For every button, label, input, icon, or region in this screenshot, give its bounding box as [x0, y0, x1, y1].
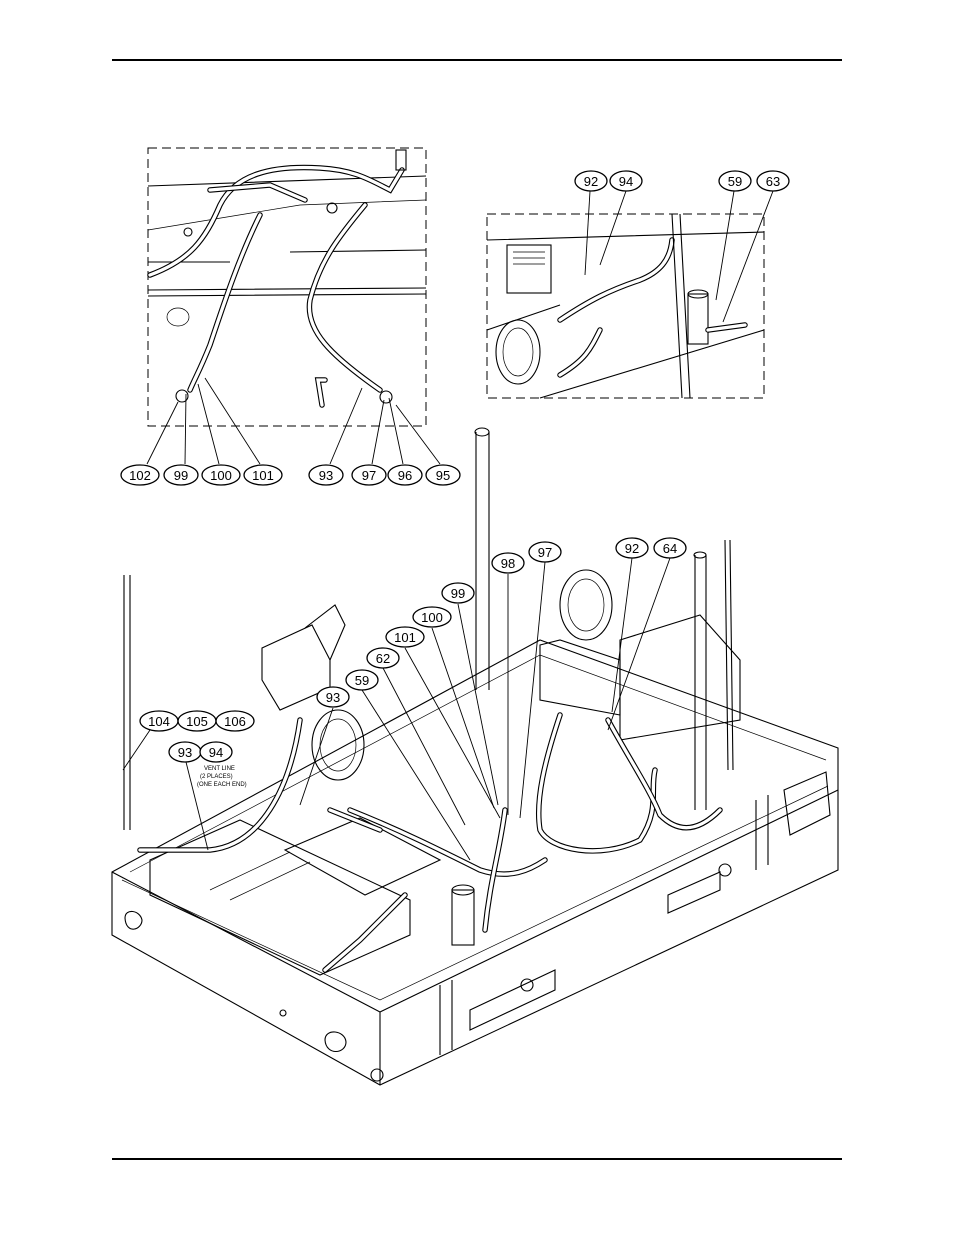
callout-104: 104 — [140, 711, 178, 731]
svg-text:104: 104 — [148, 714, 170, 729]
svg-text:96: 96 — [398, 468, 412, 483]
svg-text:100: 100 — [421, 610, 443, 625]
svg-text:97: 97 — [538, 545, 552, 560]
svg-text:63: 63 — [766, 174, 780, 189]
svg-text:94: 94 — [209, 745, 223, 760]
svg-text:101: 101 — [252, 468, 274, 483]
svg-text:59: 59 — [728, 174, 742, 189]
callout-94: 94 — [200, 742, 232, 762]
callout-63: 63 — [757, 171, 789, 191]
callout-94: 94 — [610, 171, 642, 191]
svg-text:105: 105 — [186, 714, 208, 729]
svg-text:101: 101 — [394, 630, 416, 645]
note-line-3: (ONE EACH END) — [197, 782, 247, 788]
detail-view-right — [487, 214, 764, 398]
svg-text:95: 95 — [436, 468, 450, 483]
callout-99: 99 — [442, 583, 474, 603]
callout-95: 95 — [426, 465, 460, 485]
callout-92: 92 — [616, 538, 648, 558]
note-line-1: VENT LINE — [204, 766, 235, 772]
svg-text:99: 99 — [451, 586, 465, 601]
svg-text:98: 98 — [501, 556, 515, 571]
svg-text:100: 100 — [210, 468, 232, 483]
callout-62: 62 — [367, 648, 399, 668]
callout-99: 99 — [164, 465, 198, 485]
callout-102: 102 — [121, 465, 159, 485]
svg-text:93: 93 — [319, 468, 333, 483]
svg-text:92: 92 — [584, 174, 598, 189]
vent-line-note: VENT LINE (2 PLACES) (ONE EACH END) — [197, 766, 247, 788]
svg-text:93: 93 — [178, 745, 192, 760]
callout-98: 98 — [492, 553, 524, 573]
callout-92: 92 — [575, 171, 607, 191]
detail-view-left — [148, 148, 426, 426]
callout-97: 97 — [529, 542, 561, 562]
svg-text:62: 62 — [376, 651, 390, 666]
callout-100: 100 — [413, 607, 451, 627]
callout-97: 97 — [352, 465, 386, 485]
callout-59: 59 — [719, 171, 751, 191]
svg-text:93: 93 — [326, 690, 340, 705]
note-line-2: (2 PLACES) — [200, 774, 233, 780]
svg-text:64: 64 — [663, 541, 677, 556]
detail-right-border — [487, 214, 764, 398]
svg-text:106: 106 — [224, 714, 246, 729]
callout-93: 93 — [169, 742, 201, 762]
callout-101: 101 — [244, 465, 282, 485]
callout-105: 105 — [178, 711, 216, 731]
svg-text:59: 59 — [355, 673, 369, 688]
callout-93: 93 — [317, 687, 349, 707]
callout-64: 64 — [654, 538, 686, 558]
svg-text:92: 92 — [625, 541, 639, 556]
svg-text:102: 102 — [129, 468, 151, 483]
callout-100: 100 — [202, 465, 240, 485]
callout-59: 59 — [346, 670, 378, 690]
callout-96: 96 — [388, 465, 422, 485]
callout-93: 93 — [309, 465, 343, 485]
callout-106: 106 — [216, 711, 254, 731]
svg-text:94: 94 — [619, 174, 633, 189]
callouts: 102 99 100 101 93 97 96 95 92 94 59 63 9… — [121, 171, 789, 762]
svg-text:99: 99 — [174, 468, 188, 483]
callout-101: 101 — [386, 627, 424, 647]
svg-text:97: 97 — [362, 468, 376, 483]
